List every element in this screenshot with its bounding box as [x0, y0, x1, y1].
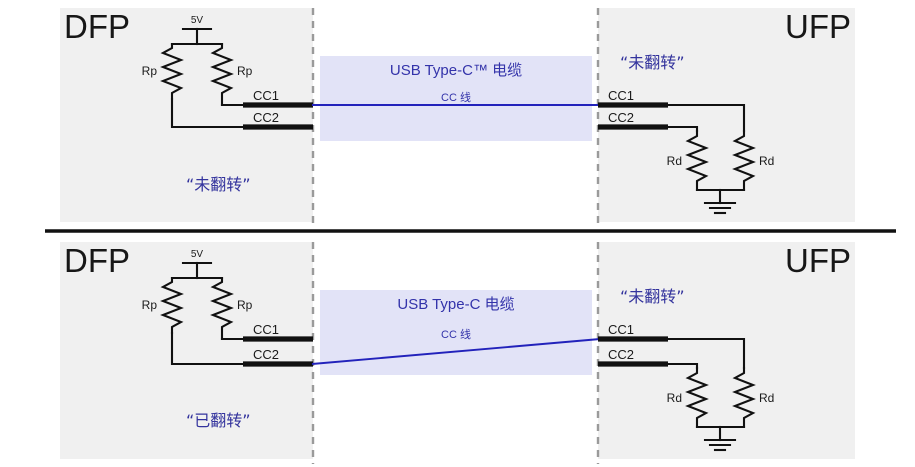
cable-title: USB Type-C™ 电缆	[390, 62, 522, 79]
ufp-role-label: UFP	[785, 242, 851, 279]
ufp-resistor-rd-right-label: Rd	[759, 154, 774, 168]
ufp-cc1-label: CC1	[608, 88, 634, 103]
cable-wire-label: CC 线	[441, 90, 471, 104]
ufp-resistor-rd-left	[685, 366, 709, 429]
panel-top-unflipped: DFP UFP 5V Rp Rp CC1 CC2 “未翻转” USB Type-…	[60, 8, 855, 226]
dfp-resistor-rp-left-label: Rp	[142, 298, 158, 312]
ufp-resistor-rd-right-label: Rd	[759, 391, 774, 405]
dfp-supply-label: 5V	[191, 15, 204, 26]
dfp-orientation-note: “未翻转”	[186, 175, 251, 194]
ufp-panel-background	[598, 8, 855, 222]
ufp-orientation-note: “未翻转”	[620, 53, 685, 72]
ufp-cc1-wire	[664, 337, 746, 370]
dfp-supply-label: 5V	[191, 249, 204, 260]
ufp-resistor-rd-left-label: Rd	[667, 391, 682, 405]
ufp-panel-background	[598, 242, 855, 459]
dfp-resistor-rp-right-label: Rp	[237, 298, 253, 312]
cc-signal-wire-crossed	[311, 338, 601, 365]
dfp-role-label: DFP	[64, 8, 130, 45]
panel-divider	[45, 229, 896, 233]
ufp-role-label: UFP	[785, 8, 851, 45]
ufp-cc2-label: CC2	[608, 347, 634, 362]
panel-bottom-flipped: DFP UFP 5V Rp Rp CC1 CC2 “已翻转” USB Type-…	[60, 242, 855, 464]
ufp-ground-icon	[703, 201, 737, 215]
dfp-cc2-label: CC2	[253, 347, 279, 362]
cable-wire-label: CC 线	[441, 327, 471, 341]
ufp-resistor-rd-left-label: Rd	[667, 154, 682, 168]
dfp-cc1-label: CC1	[253, 88, 279, 103]
dfp-orientation-note: “已翻转”	[186, 411, 251, 430]
cable-title: USB Type-C 电缆	[397, 296, 514, 313]
ufp-cc2-wire	[664, 125, 699, 133]
dfp-resistor-rp-left-label: Rp	[142, 64, 158, 78]
ufp-resistor-rd-right	[732, 366, 756, 429]
dfp-cc2-wire	[170, 97, 247, 129]
dfp-resistor-rp-left	[160, 276, 184, 335]
dfp-role-label: DFP	[64, 242, 130, 279]
dfp-cc2-wire	[170, 331, 247, 366]
dfp-resistor-rp-right	[210, 276, 234, 341]
cable-band	[320, 290, 592, 375]
cable-band	[320, 56, 592, 141]
dfp-cc1-label: CC1	[253, 322, 279, 337]
ufp-cc2-label: CC2	[608, 110, 634, 125]
dfp-resistor-rp-left	[160, 42, 184, 101]
ufp-cc1-label: CC1	[608, 322, 634, 337]
dfp-cc2-label: CC2	[253, 110, 279, 125]
ufp-resistor-rd-right	[732, 129, 756, 192]
dfp-resistor-rp-right	[210, 42, 234, 107]
ufp-cc1-wire	[664, 103, 746, 133]
ufp-orientation-note: “未翻转”	[620, 287, 685, 306]
dfp-resistor-rp-right-label: Rp	[237, 64, 253, 78]
ufp-ground-icon	[703, 438, 737, 452]
ufp-cc2-wire	[664, 362, 699, 370]
ufp-resistor-rd-left	[685, 129, 709, 192]
